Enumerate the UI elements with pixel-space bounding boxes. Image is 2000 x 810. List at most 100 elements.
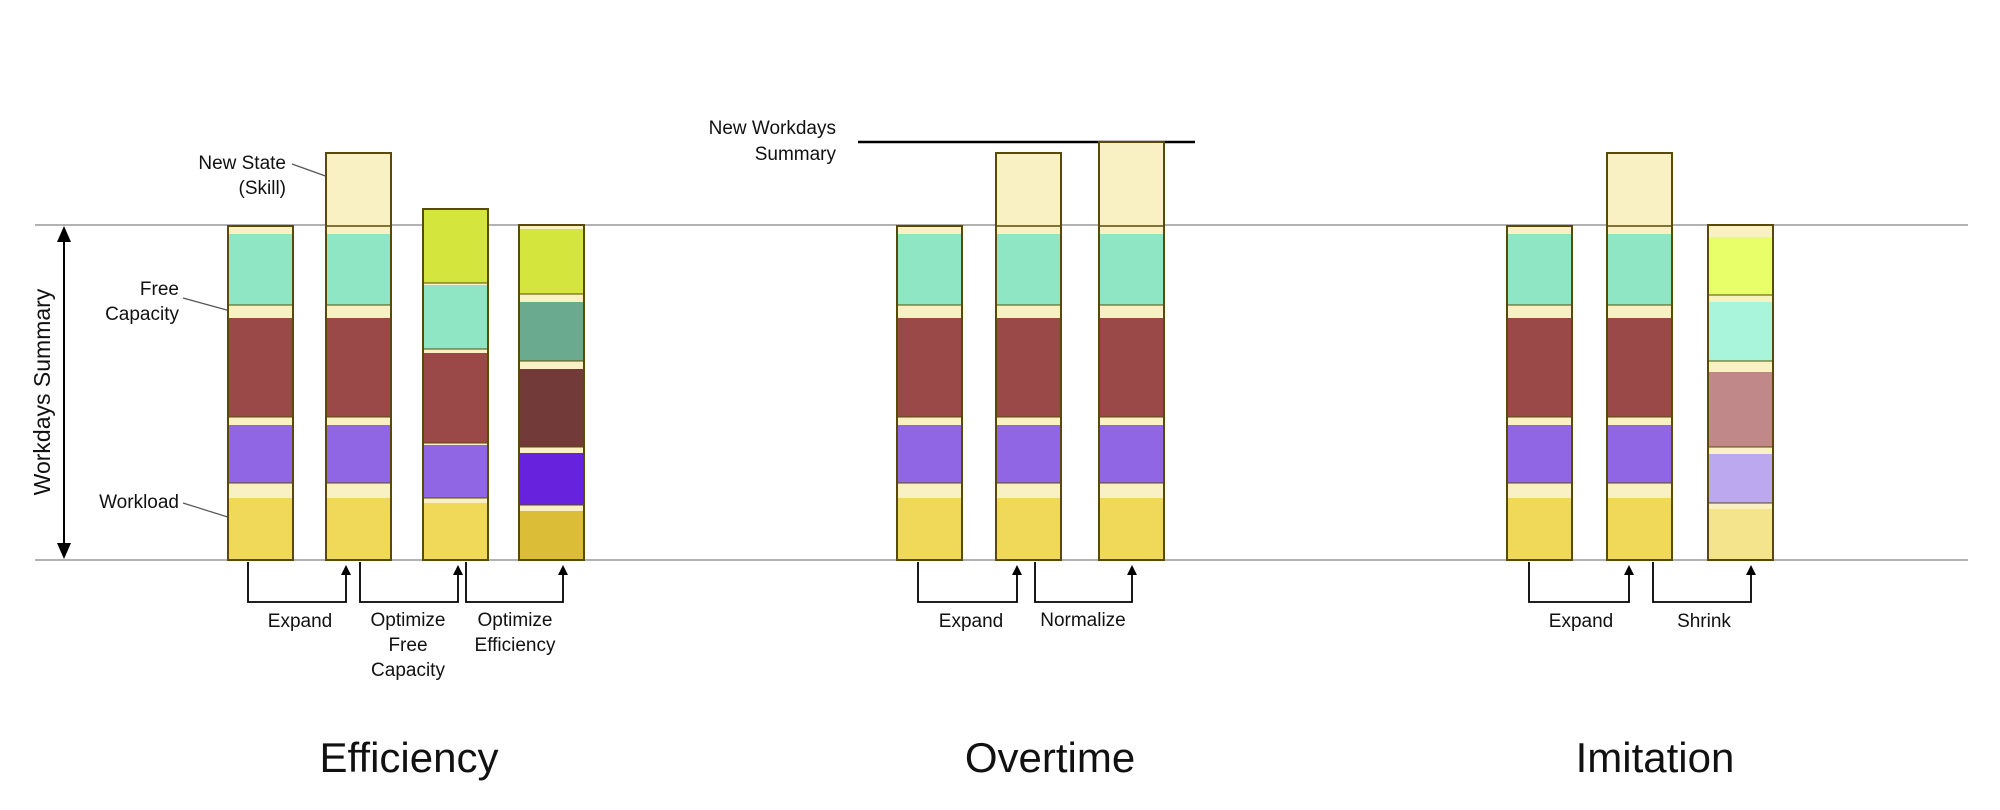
column-segment <box>1708 361 1773 372</box>
optimize-free-capacity-label-1: Optimize <box>371 610 446 631</box>
workdays-summary-arrow <box>57 226 71 559</box>
overtime-col-1 <box>896 225 963 561</box>
normalize-connector <box>1034 562 1137 603</box>
column-segment <box>1708 295 1773 302</box>
column-segment <box>1607 305 1672 318</box>
column-segment <box>326 417 391 425</box>
optimize-free-capacity-label-2: Free <box>388 635 427 656</box>
column-segment <box>1607 153 1672 234</box>
column-segment <box>996 153 1061 234</box>
efficiency-col-3 <box>422 208 489 561</box>
column-segment <box>228 234 293 305</box>
column-segment <box>897 483 962 498</box>
new-state-label-1: New State <box>198 153 286 174</box>
shrink-connector <box>1652 562 1756 603</box>
column-segment <box>996 305 1061 318</box>
efficiency-expand-connector <box>247 562 351 603</box>
column-segment <box>519 361 584 369</box>
column-segment <box>1099 483 1164 498</box>
column-segment <box>228 425 293 483</box>
shrink-label: Shrink <box>1677 611 1731 632</box>
optimize-efficiency-label-2: Efficiency <box>475 635 556 656</box>
column-segment <box>897 226 962 234</box>
efficiency-title: Efficiency <box>320 734 499 781</box>
column-segment <box>519 369 584 447</box>
column-segment <box>1507 234 1572 305</box>
column-segment <box>1099 142 1164 234</box>
column-segment <box>1708 302 1773 361</box>
column-segment <box>1708 225 1773 237</box>
column-segment <box>996 417 1061 425</box>
column-segment <box>1099 498 1164 560</box>
free-capacity-label-1: Free <box>140 279 179 300</box>
workload-label: Workload <box>99 492 179 513</box>
column-segment <box>1708 237 1773 295</box>
column-segment <box>423 349 488 353</box>
column-segment <box>996 234 1061 305</box>
column-segment <box>326 305 391 318</box>
column-segment <box>1607 498 1672 560</box>
free-capacity-leader <box>182 297 235 313</box>
column-segment <box>996 483 1061 498</box>
optimize-efficiency-label-1: Optimize <box>478 610 553 631</box>
columns <box>227 141 1774 561</box>
imitation-expand-label: Expand <box>1549 611 1613 632</box>
optimize-free-capacity-connector <box>359 562 463 603</box>
column-segment <box>519 294 584 302</box>
efficiency-expand-label: Expand <box>268 611 332 632</box>
column-segment <box>519 447 584 453</box>
column-segment <box>897 417 962 425</box>
overtime-title: Overtime <box>965 734 1135 781</box>
column-segment <box>423 443 488 445</box>
free-capacity-label-2: Capacity <box>105 304 179 325</box>
column-segment <box>1099 318 1164 417</box>
column-segment <box>1507 305 1572 318</box>
column-segment <box>1099 417 1164 425</box>
new-state-label-2: (Skill) <box>239 178 287 199</box>
column-segment <box>228 305 293 318</box>
imitation-title: Imitation <box>1576 734 1735 781</box>
column-segment <box>326 318 391 417</box>
optimize-free-capacity-label-3: Capacity <box>371 660 445 681</box>
efficiency-col-2 <box>325 152 392 561</box>
optimize-efficiency-connector <box>465 562 568 603</box>
column-segment <box>423 445 488 498</box>
column-outline <box>1707 224 1774 561</box>
column-segment <box>1607 234 1672 305</box>
column-outline <box>1606 152 1673 561</box>
column-outline <box>1506 225 1573 561</box>
column-segment <box>1607 425 1672 483</box>
column-segment <box>228 226 293 234</box>
column-segment <box>1507 417 1572 425</box>
column-segment <box>228 417 293 425</box>
column-segment <box>1507 318 1572 417</box>
column-outline <box>995 152 1062 561</box>
column-segment <box>423 209 488 283</box>
column-segment <box>423 353 488 443</box>
column-segment <box>423 503 488 560</box>
column-segment <box>519 229 584 294</box>
overtime-col-3 <box>1098 141 1165 561</box>
column-segment <box>326 153 391 234</box>
column-segment <box>228 498 293 560</box>
column-segment <box>423 283 488 285</box>
column-segment <box>423 285 488 349</box>
column-segment <box>996 425 1061 483</box>
column-outline <box>518 224 585 561</box>
column-segment <box>519 225 584 229</box>
overtime-expand-connector <box>917 562 1022 603</box>
column-segment <box>996 498 1061 560</box>
column-segment <box>326 498 391 560</box>
column-segment <box>1708 372 1773 447</box>
efficiency-col-1 <box>227 225 294 561</box>
column-segment <box>1507 226 1572 234</box>
column-segment <box>1507 498 1572 560</box>
column-segment <box>1507 483 1572 498</box>
column-segment <box>1708 447 1773 454</box>
column-segment <box>897 305 962 318</box>
column-segment <box>1708 503 1773 509</box>
new-workdays-summary-label-1: New Workdays <box>709 118 836 139</box>
column-segment <box>996 318 1061 417</box>
imitation-col-3 <box>1707 224 1774 561</box>
